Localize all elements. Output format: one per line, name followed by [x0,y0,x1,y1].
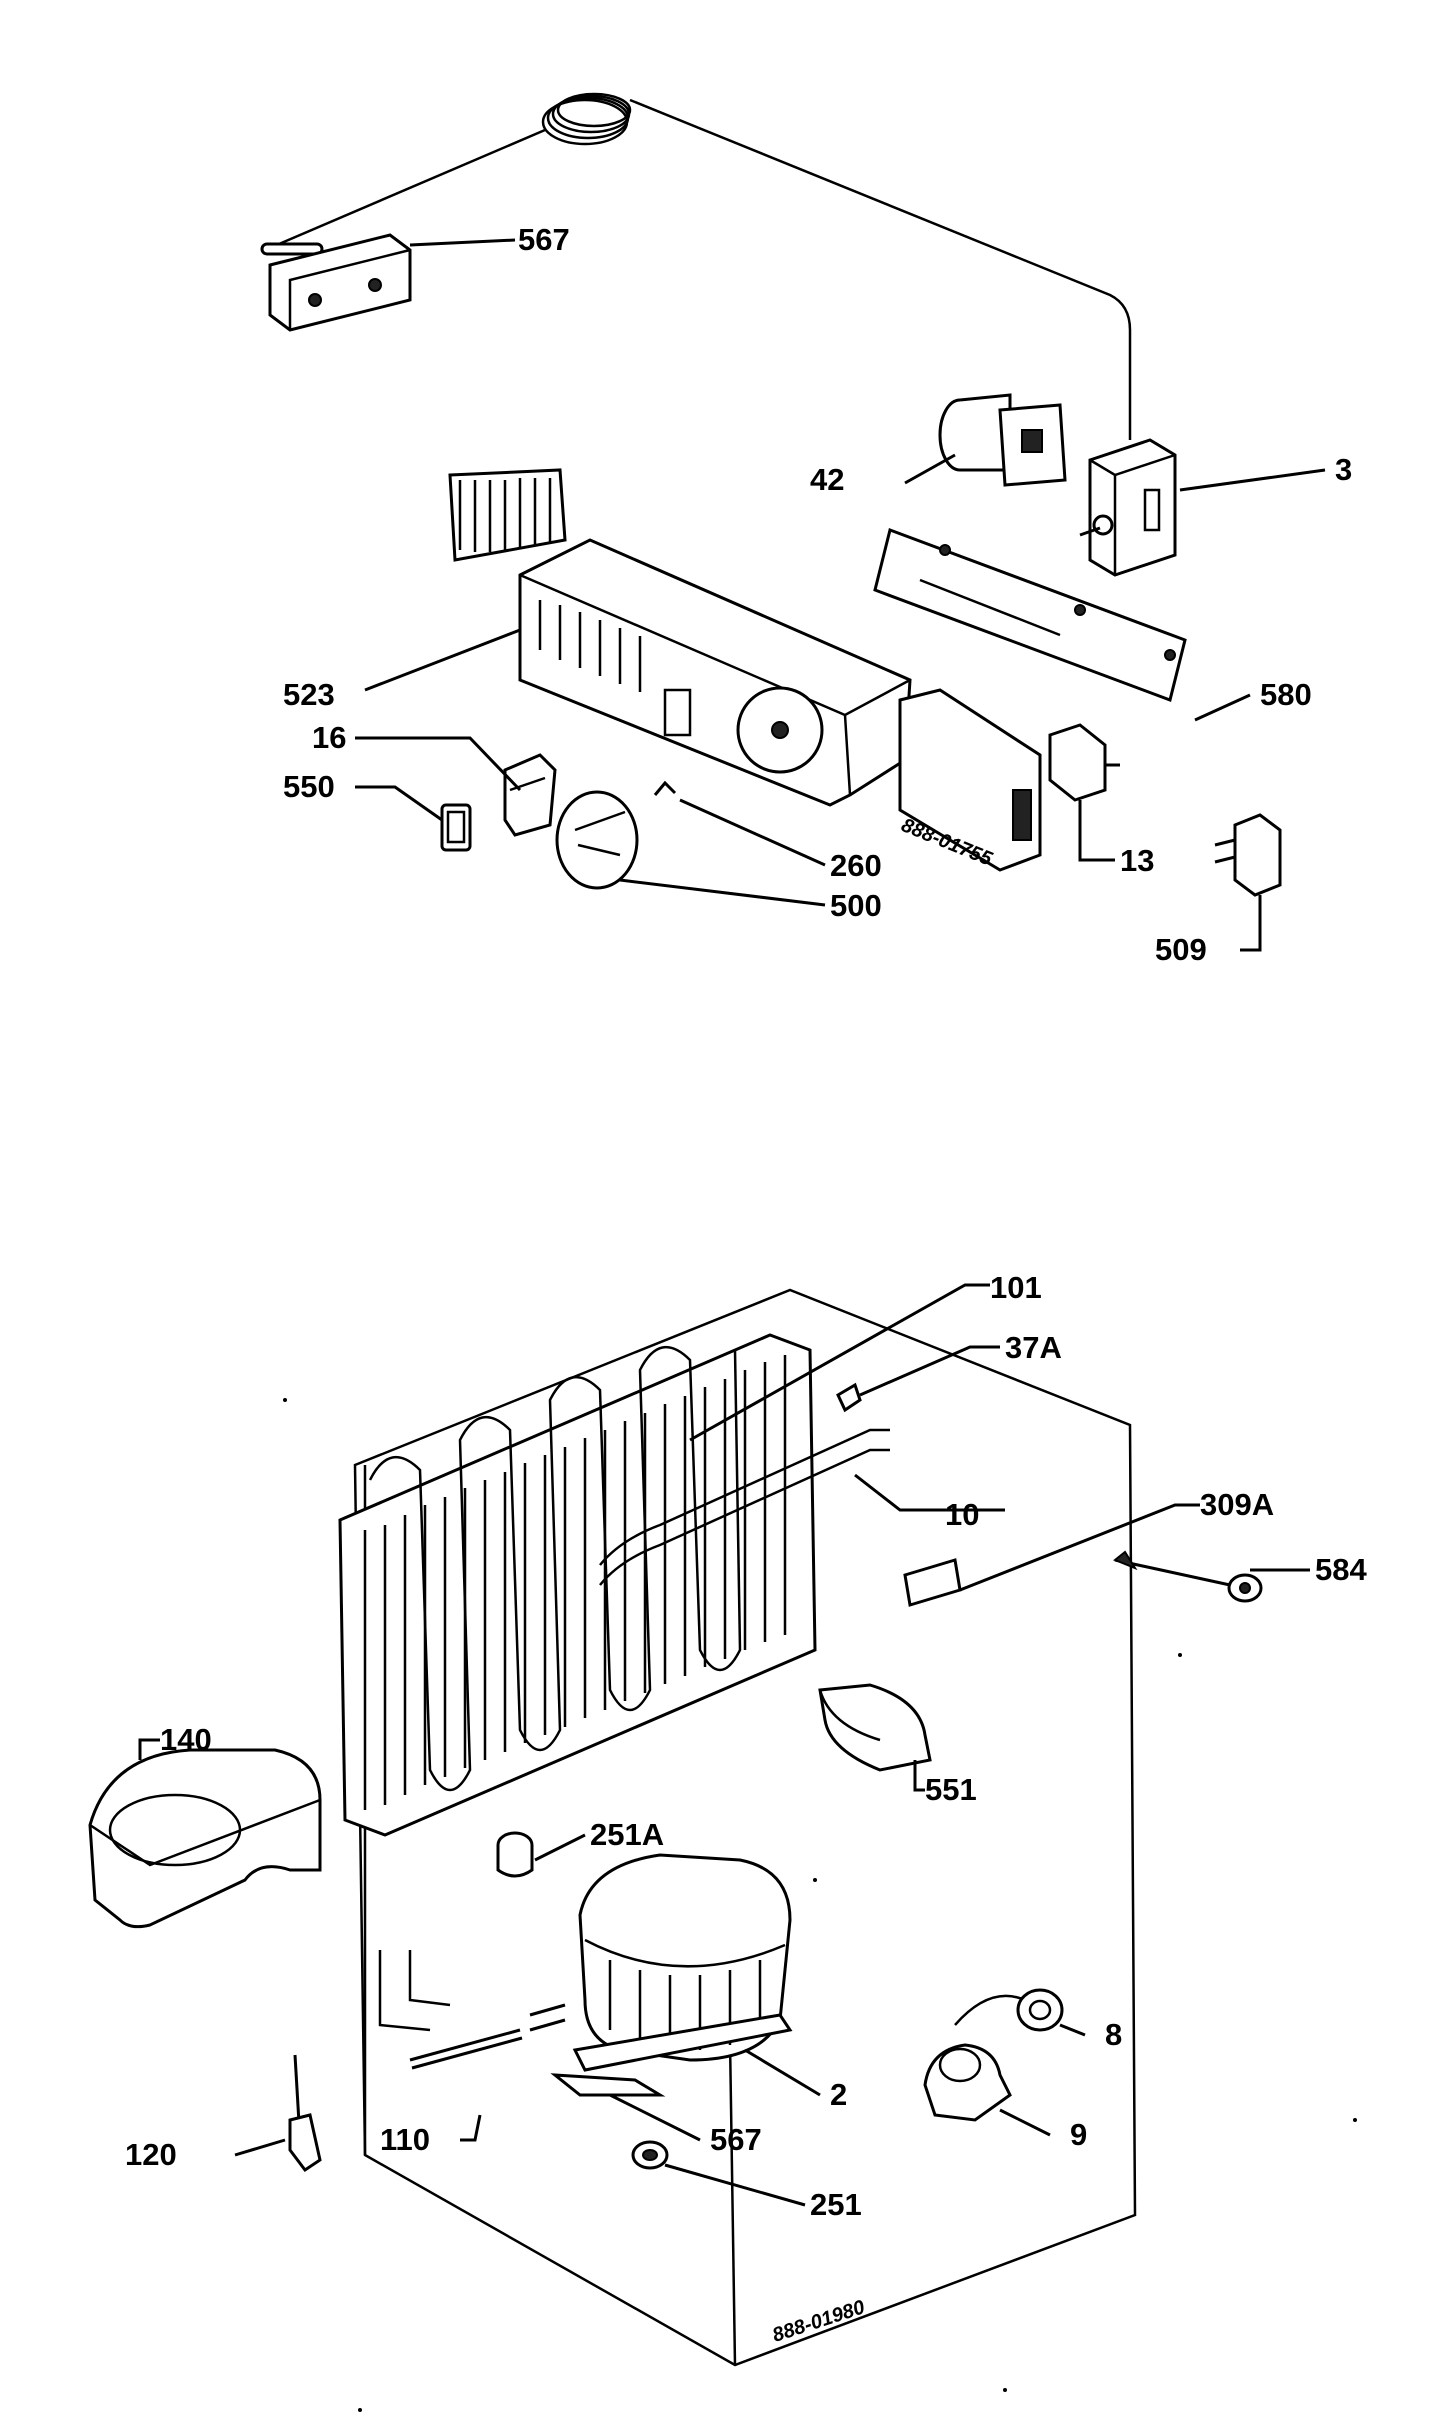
diagram-code-bottom: 888-01980 [770,2296,868,2346]
label-584: 584 [1315,1552,1367,1587]
bracket-567 [268,233,412,332]
label-8: 8 [1105,2017,1122,2052]
switch-16 [503,753,557,837]
grommet-251 [631,2140,669,2170]
relay-8 [954,1988,1064,2032]
scan-specks [283,1398,1357,2412]
label-120: 120 [125,2137,177,2172]
switch-509 [1214,813,1282,897]
thermostat-3 [1079,438,1177,577]
label-550: 550 [283,769,335,804]
label-10: 10 [945,1497,979,1532]
rod-110 [409,2028,523,2070]
label-260: 260 [830,848,882,883]
button-550 [440,803,472,852]
label-42: 42 [810,462,844,497]
control-housing-523 [448,468,912,807]
door-switch-13 [1048,723,1120,802]
condenser-101 [338,1333,817,2032]
label-509: 509 [1155,932,1207,967]
label-13: 13 [1120,843,1154,878]
label-567-bottom: 567 [710,2122,762,2157]
label-37A: 37A [1005,1330,1062,1365]
top-assembly: 888-01755 567 42 3 523 580 16 550 260 50… [260,92,1352,967]
label-500: 500 [830,888,882,923]
compressor-2 [529,1853,793,2072]
label-3: 3 [1335,452,1352,487]
label-101: 101 [990,1270,1042,1305]
drip-tray-140 [88,1748,322,1929]
label-110: 110 [380,2122,430,2157]
label-plate-309A [903,1558,962,1607]
label-16: 16 [312,720,346,755]
bottom-assembly: 888-01980 101 37A 10 309A 584 140 551 25… [88,1270,1367,2367]
label-2: 2 [830,2077,847,2112]
bracket-551 [818,1683,932,1772]
label-251: 251 [810,2187,862,2222]
label-140: 140 [160,1722,212,1757]
sensor-584 [1113,1550,1263,1603]
control-panel-580 [873,528,1187,702]
clip-37A [836,1382,862,1413]
grommet-251A [496,1831,534,1878]
label-551: 551 [925,1772,977,1807]
label-9: 9 [1070,2117,1087,2152]
label-523: 523 [283,677,335,712]
label-251A: 251A [590,1817,664,1852]
screw-260 [653,780,677,796]
light-cover [898,688,1042,872]
knob-500 [555,790,639,890]
thermostat-capillary-tube [260,92,1132,440]
label-580: 580 [1260,677,1312,712]
wire-10 [599,1428,890,1586]
clamp-9 [923,2043,1012,2122]
drain-hose-120 [288,2054,322,2173]
label-309A: 309A [1200,1487,1274,1522]
lamp-holder-42 [938,393,1067,487]
label-567: 567 [518,222,570,257]
base-plate-567 [550,2073,666,2097]
